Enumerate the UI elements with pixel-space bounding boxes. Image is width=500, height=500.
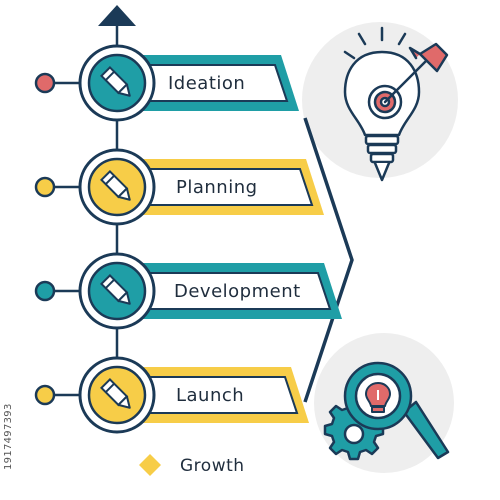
step-label: Development [174,281,301,302]
step-label: Ideation [168,73,245,94]
up-arrow-icon [98,5,136,26]
step-planning: Planning [34,148,324,226]
lightbulb-small-icon [365,382,391,413]
step-launch: Launch [34,356,309,434]
legend: Growth [139,454,245,476]
pencil-icon [100,378,131,409]
step-label: Launch [176,385,244,406]
step-dot [34,384,56,406]
pencil-icon [100,66,131,97]
legend-label: Growth [180,456,245,476]
side-id-text: 1917497393 [3,403,14,470]
step-dot [34,72,56,94]
step-dot [34,280,56,302]
pencil-icon [100,274,131,305]
pencil-icon [100,170,131,201]
step-development: Development [34,252,342,330]
lightbulb-target-icon [343,26,449,182]
step-ideation: Ideation [34,44,299,122]
chevron-arrow [303,117,354,403]
step-label: Planning [176,177,258,198]
magnifier-gears-icon [323,361,450,461]
step-dot [34,176,56,198]
legend-diamond-icon [139,454,161,476]
